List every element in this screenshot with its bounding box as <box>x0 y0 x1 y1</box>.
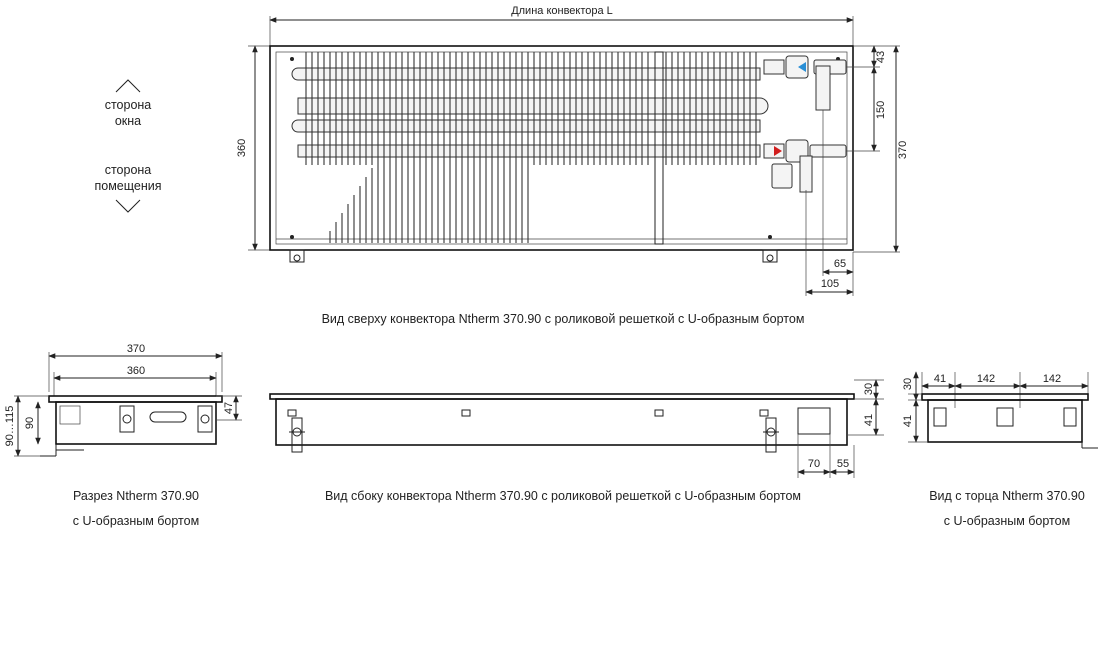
bracket-right <box>763 417 779 453</box>
dim-width-360: 360 <box>236 139 248 157</box>
end-body <box>927 399 1083 443</box>
dim-370: 370 <box>897 141 909 159</box>
dim-end-30: 30 <box>902 378 914 390</box>
supply-flow-arrow-icon <box>774 146 782 156</box>
dim-end-142-b: 142 <box>1043 373 1061 385</box>
section-view: 370 360 90…115 90 47 Разрез Ntherm 370.9… <box>4 343 242 528</box>
side-view: 30 41 70 55 Вид сбоку конвектора Ntherm … <box>269 379 884 503</box>
grille-frame <box>48 395 223 403</box>
top-view: Длина конвектора L 360 <box>236 5 909 326</box>
length-label: Длина конвектора L <box>511 5 613 17</box>
leveling-foot-left <box>289 249 305 263</box>
dim-360: 360 <box>127 365 145 377</box>
end-grille-frame <box>921 393 1089 401</box>
section-caption-line1: Разрез Ntherm 370.90 <box>73 489 199 503</box>
convector-body-top <box>269 45 854 251</box>
section-body <box>55 401 217 445</box>
connection-opening <box>797 407 831 435</box>
side-body <box>275 398 848 446</box>
leveling-foot-right <box>762 249 778 263</box>
dim-end-41-vertical: 41 <box>902 415 914 427</box>
heat-exchanger-tubes <box>291 67 769 158</box>
dim-30: 30 <box>863 383 875 395</box>
return-flow-arrow-icon <box>798 62 806 72</box>
window-side-line2: окна <box>115 114 141 128</box>
dim-90: 90 <box>24 417 36 429</box>
dim-370: 370 <box>127 343 145 355</box>
end-view: 41 142 142 30 41 Вид с торца Ntherm 370.… <box>902 371 1098 528</box>
dim-end-142-a: 142 <box>977 373 995 385</box>
supply-valve <box>763 139 847 193</box>
dim-55: 55 <box>837 458 849 470</box>
dim-47: 47 <box>223 402 235 414</box>
section-caption-line2: с U-образным бортом <box>73 514 199 528</box>
orientation-legend: сторона окна сторона помещения <box>94 79 162 213</box>
end-caption-line2: с U-образным бортом <box>944 514 1070 528</box>
room-side-line1: сторона <box>105 163 152 177</box>
roller-grille <box>329 165 529 243</box>
dim-41: 41 <box>863 414 875 426</box>
dim-end-41: 41 <box>934 373 946 385</box>
top-view-caption: Вид сверху конвектора Ntherm 370.90 с ро… <box>322 312 805 326</box>
heat-exchanger-fins <box>305 52 757 165</box>
chevron-up-icon <box>115 79 141 93</box>
dim-70: 70 <box>808 458 820 470</box>
dim-65: 65 <box>834 258 846 270</box>
bracket-left <box>289 417 305 453</box>
room-side-line2: помещения <box>94 179 161 193</box>
support-bar <box>654 51 664 245</box>
chevron-down-icon <box>115 199 141 213</box>
side-view-caption: Вид сбоку конвектора Ntherm 370.90 с рол… <box>325 489 801 503</box>
window-side-line1: сторона <box>105 98 152 112</box>
dim-105: 105 <box>821 278 839 290</box>
dim-43: 43 <box>875 51 887 63</box>
dim-90-115: 90…115 <box>4 406 16 447</box>
dim-150: 150 <box>875 101 887 119</box>
return-valve <box>763 55 847 111</box>
end-caption-line1: Вид с торца Ntherm 370.90 <box>929 489 1085 503</box>
